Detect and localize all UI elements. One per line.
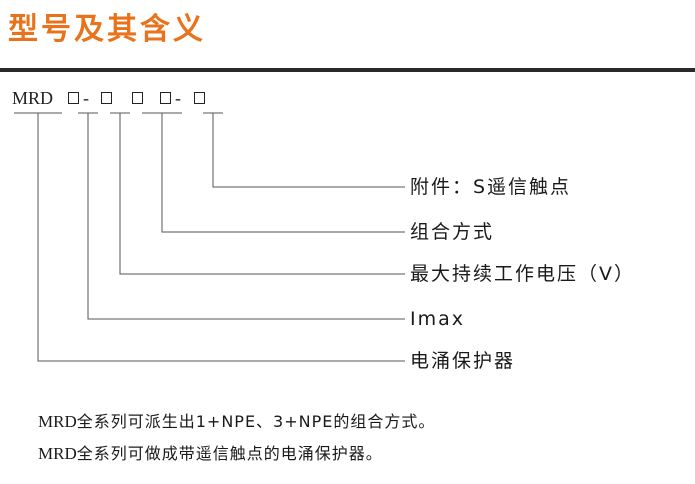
label-voltage: 最大持续工作电压（V） — [410, 263, 635, 285]
code-box-accessory — [194, 92, 205, 104]
code-separator-1: - — [83, 88, 89, 108]
title-underline — [0, 68, 695, 72]
code-separator-2: - — [175, 88, 181, 108]
note-line-2: MRD全系列可做成带遥信触点的电涌保护器。 — [38, 443, 383, 465]
connector-imax — [87, 113, 405, 320]
connector-accessory — [212, 113, 405, 188]
connector-combination — [161, 113, 405, 233]
model-prefix: MRD — [12, 88, 54, 108]
code-box-imax — [68, 92, 79, 104]
note-1-text: 全系列可派生出1+NPE、3+NPE的组合方式。 — [76, 412, 436, 431]
code-box-voltage — [101, 92, 112, 104]
connector-voltage — [119, 113, 405, 275]
note-1-prefix: MRD — [38, 412, 77, 431]
note-2-text: 全系列可做成带遥信触点的电涌保护器。 — [76, 444, 383, 463]
code-box-combination — [132, 92, 143, 104]
model-code: MRD — [12, 86, 53, 110]
label-accessory: 附件：S遥信触点 — [410, 176, 572, 198]
code-box-accessory-group — [160, 92, 171, 104]
model-code-boxes: - - — [0, 86, 695, 110]
note-line-1: MRD全系列可派生出1+NPE、3+NPE的组合方式。 — [38, 411, 435, 433]
label-imax: Imax — [410, 308, 465, 330]
connector-device — [37, 113, 405, 362]
label-device: 电涌保护器 — [410, 350, 516, 372]
note-2-prefix: MRD — [38, 444, 77, 463]
label-combination: 组合方式 — [410, 221, 495, 243]
page-title: 型号及其含义 — [8, 12, 206, 47]
